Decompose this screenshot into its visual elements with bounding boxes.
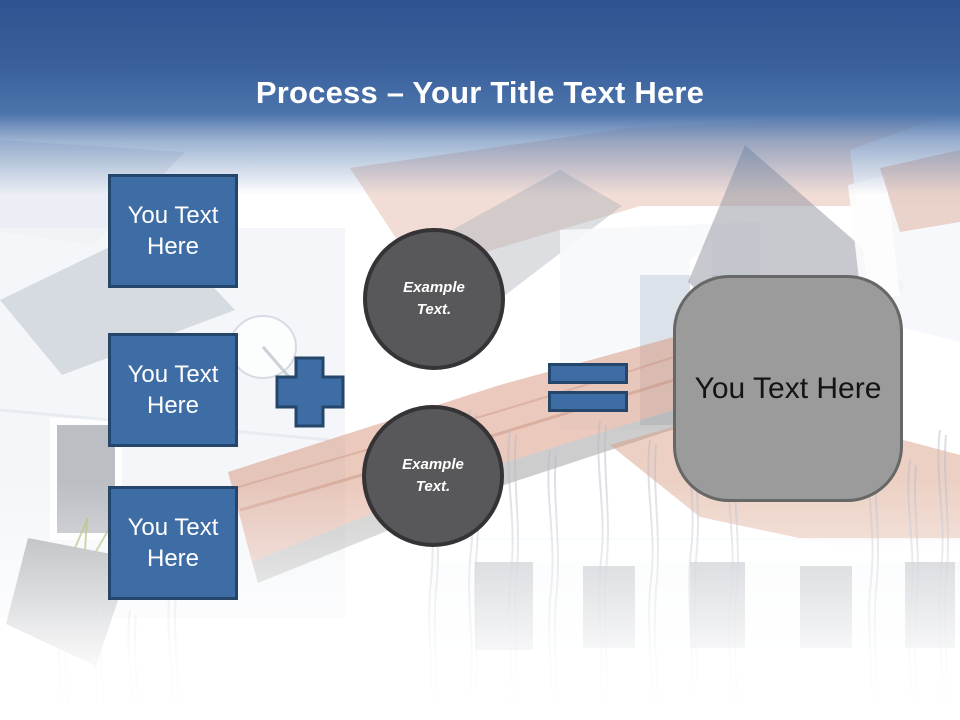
equals-icon bbox=[548, 363, 628, 413]
input-box-2-label: You Text Here bbox=[127, 360, 219, 419]
example-circle-1[interactable]: Example Text. bbox=[363, 228, 505, 370]
example-circle-1-label: Example Text. bbox=[403, 278, 465, 319]
input-box-1[interactable]: You Text Here bbox=[108, 174, 238, 288]
example-circle-2[interactable]: Example Text. bbox=[362, 405, 504, 547]
result-box[interactable]: You Text Here bbox=[673, 275, 903, 502]
plus-icon bbox=[275, 356, 345, 428]
title-banner bbox=[0, 0, 960, 195]
title-text: – Your Title Text Here bbox=[386, 74, 705, 110]
result-box-label: You Text Here bbox=[694, 371, 882, 405]
equals-bar-top bbox=[548, 363, 628, 384]
input-box-3[interactable]: You Text Here bbox=[108, 486, 238, 600]
input-box-1-label: You Text Here bbox=[127, 201, 219, 260]
input-box-3-label: You Text Here bbox=[127, 513, 219, 572]
page-title: Process – Your Title Text Here bbox=[0, 75, 960, 111]
input-box-2[interactable]: You Text Here bbox=[108, 333, 238, 447]
example-circle-2-label: Example Text. bbox=[402, 455, 464, 496]
title-emphasis: Process bbox=[255, 74, 378, 110]
equals-bar-bottom bbox=[548, 391, 628, 412]
